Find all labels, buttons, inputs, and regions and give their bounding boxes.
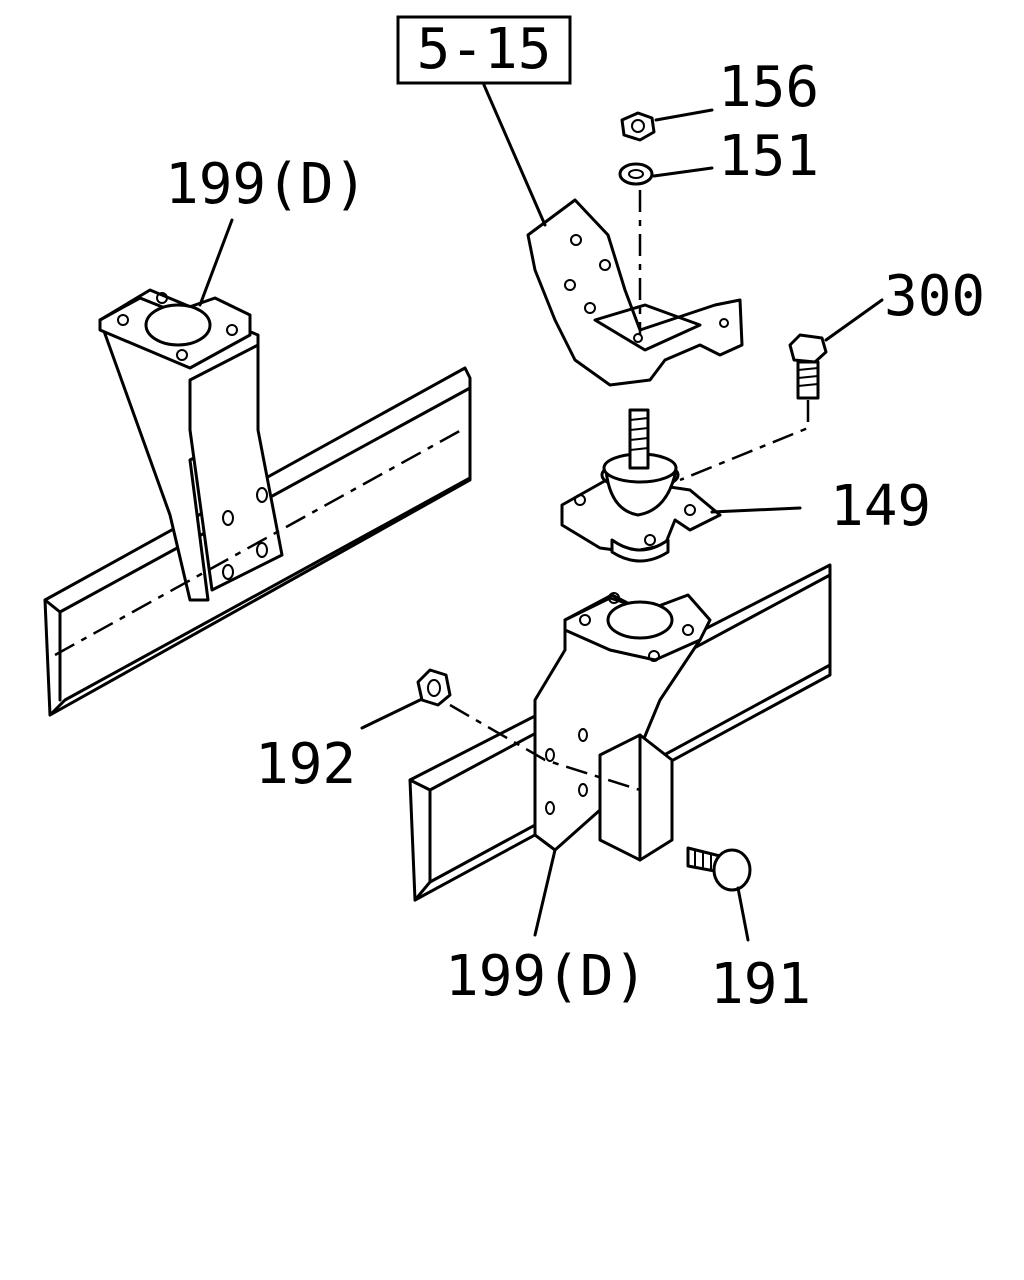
label-191: 191 bbox=[710, 952, 811, 1017]
leader-lines bbox=[198, 83, 884, 942]
label-156: 156 bbox=[718, 55, 819, 120]
bolt-191 bbox=[686, 846, 752, 892]
label-199d-lower: 199(D) bbox=[445, 944, 647, 1009]
label-149: 149 bbox=[830, 474, 931, 539]
upper-bracket bbox=[54, 288, 466, 657]
nut-156 bbox=[620, 111, 656, 142]
label-192: 192 bbox=[255, 732, 356, 797]
label-300: 300 bbox=[884, 264, 985, 329]
ref-box-label: 5-15 bbox=[417, 17, 552, 82]
rubber-mount-149 bbox=[560, 408, 722, 563]
flange-nut-192 bbox=[416, 668, 452, 707]
label-151: 151 bbox=[718, 124, 819, 189]
reference-box: 5-15 bbox=[396, 15, 572, 85]
callout-labels: 156 151 300 149 199(D) 192 199(D) 191 bbox=[165, 55, 985, 1017]
bolt-300 bbox=[679, 333, 828, 482]
washer-151 bbox=[618, 162, 654, 186]
label-199d-upper: 199(D) bbox=[165, 152, 367, 217]
lower-bracket bbox=[449, 592, 712, 862]
upper-mount-bracket bbox=[526, 190, 744, 387]
